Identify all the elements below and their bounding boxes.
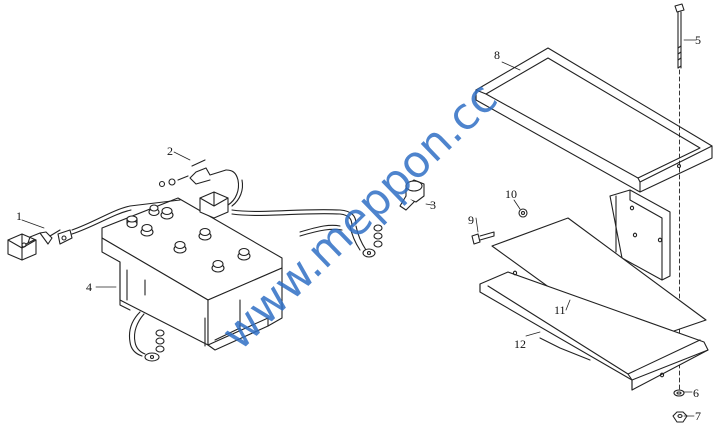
callout-1: 1: [16, 209, 22, 223]
terminal-cap-3: [399, 179, 425, 211]
callout-7: 7: [695, 409, 701, 423]
callout-11: 11: [554, 303, 566, 317]
callout-6: 6: [693, 386, 699, 400]
callout-12: 12: [514, 337, 526, 351]
callout-2: 2: [167, 144, 173, 158]
callout-labels: 1 2 3 4 5 6 7 8 9 10 11 12: [16, 33, 701, 423]
nut-7: [672, 411, 688, 423]
callout-5: 5: [695, 33, 701, 47]
washer-10: [518, 208, 528, 218]
washer-6: [673, 389, 685, 397]
callout-10: 10: [505, 187, 517, 201]
ground-cable: [128, 311, 165, 362]
battery: [101, 197, 283, 351]
bolt-9: [471, 231, 495, 245]
watermark-text: www.meppon.cc: [212, 73, 507, 360]
battery-caps: [126, 204, 251, 273]
callout-8: 8: [494, 48, 500, 62]
leader-lines: [21, 39, 697, 417]
callout-3: 3: [430, 198, 436, 212]
cable-2: [158, 159, 383, 258]
hold-down-frame-8: [475, 47, 713, 193]
callout-9: 9: [468, 213, 474, 227]
cable-1: [7, 199, 181, 261]
callout-4: 4: [86, 280, 92, 294]
battery-tray-12: [479, 270, 709, 391]
